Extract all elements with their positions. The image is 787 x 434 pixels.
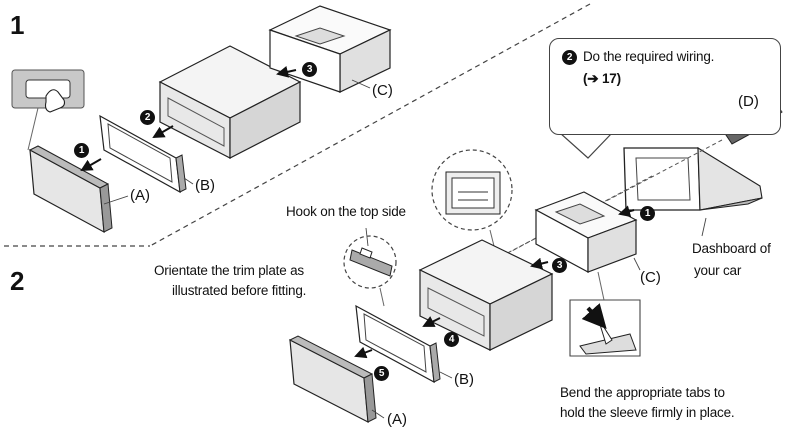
note-hook: Hook on the top side (286, 204, 406, 219)
label-a-bottom: (A) (387, 411, 407, 428)
step2-badge-4-circle: 4 (444, 332, 459, 347)
step1-badge-1-circle: 1 (74, 143, 89, 158)
note-dashboard-1: Dashboard of (692, 241, 771, 256)
step-1-number: 1 (10, 10, 25, 40)
step2-badge-4: 4 (444, 330, 465, 347)
label-b-bottom: (B) (454, 371, 474, 388)
wiring-callout (549, 38, 781, 135)
step1-badge-1: 1 (74, 141, 95, 158)
wiring-callout-line2: (➔ 17) (583, 71, 621, 86)
trim-plate-b-bottom (355, 304, 441, 384)
faceplate-a-top (28, 145, 113, 234)
callout-step-badge: 2 (562, 50, 577, 65)
label-d: (D) (738, 93, 759, 110)
note-dashboard-2: your car (694, 263, 742, 278)
step2-badge-3: 3 (552, 256, 573, 273)
label-c-top: (C) (372, 82, 393, 99)
label-c-bottom: (C) (640, 269, 661, 286)
trim-plate-b-top (99, 114, 187, 194)
main-unit-bottom (418, 239, 554, 351)
step2-badge-3-circle: 3 (552, 258, 567, 273)
label-a-top: (A) (130, 187, 150, 204)
detail-inset-sleeve (431, 149, 513, 263)
note-orient-1: Orientate the trim plate as (154, 263, 304, 278)
divider-diagonal (149, 3, 591, 247)
step2-badge-5-circle: 5 (374, 366, 389, 381)
step1-badge-2: 2 (140, 108, 161, 125)
note-bend-1: Bend the appropriate tabs to (560, 385, 725, 400)
main-unit-top (158, 45, 302, 159)
step2-badge-1: 1 (640, 204, 661, 221)
detail-inset-hook (343, 227, 397, 307)
release-button-inset (11, 69, 85, 151)
step2-badge-1-circle: 1 (640, 206, 655, 221)
step1-badge-2-circle: 2 (140, 110, 155, 125)
step1-badge-3-circle: 3 (302, 62, 317, 77)
step-2-number: 2 (10, 266, 25, 296)
step2-badge-5: 5 (374, 364, 395, 381)
callout-text-1: Do the required wiring. (583, 49, 715, 64)
step1-badge-3: 3 (302, 60, 323, 77)
wiring-callout-line1: 2 Do the required wiring. (562, 48, 714, 65)
label-b-top: (B) (195, 177, 215, 194)
faceplate-a-bottom (288, 335, 377, 424)
dashboard-opening (623, 146, 763, 211)
sleeve-c-bottom (534, 191, 638, 274)
sleeve-c-top (268, 5, 392, 93)
note-bend-2: hold the sleeve firmly in place. (560, 405, 735, 420)
detail-inset-bend-tabs (569, 271, 641, 357)
note-orient-2: illustrated before fitting. (172, 283, 307, 298)
